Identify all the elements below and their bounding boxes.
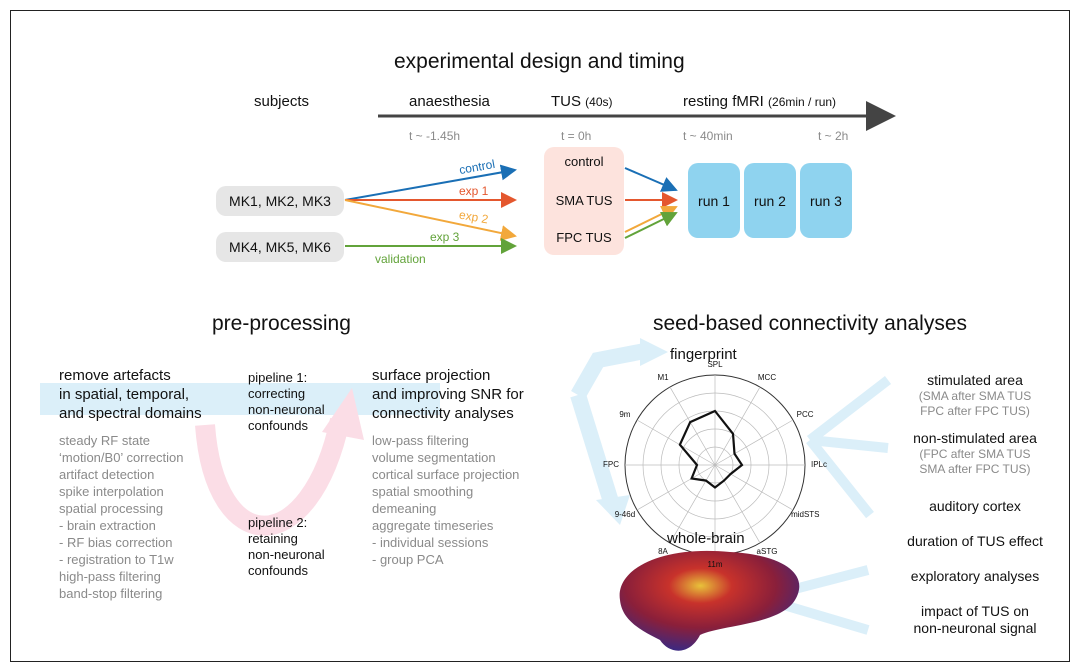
radar-spoke (714, 464, 794, 511)
big-arrow-down (570, 392, 620, 508)
radar-spoke (714, 386, 761, 466)
surface-heading: surface projection and improving SNR for… (372, 367, 524, 422)
analysis-non-stimulated: non-stimulated area (FPC after SMA TUS S… (913, 430, 1037, 476)
radar-spoke (669, 386, 716, 466)
radar-axis-label: MCC (757, 373, 777, 383)
figure-frame (10, 10, 1070, 662)
fingerprint-polygon (678, 409, 744, 489)
label-exp3: exp 3 (430, 230, 460, 244)
big-arrow-head-up (640, 338, 668, 366)
analysis-stimulated: stimulated area (SMA after SMA TUS FPC a… (918, 372, 1032, 418)
analysis-auditory: auditory cortex (929, 498, 1021, 514)
label-validation: validation (375, 252, 426, 266)
analysis-exploratory: exploratory analyses (910, 568, 1040, 584)
artefacts-heading: remove artefacts in spatial, temporal, a… (59, 367, 202, 422)
arrow-to-runs-orange (624, 205, 678, 233)
subjects-label: subjects (254, 93, 310, 110)
arrow-control (344, 164, 517, 201)
analysis-non-neuronal: impact of TUS on non-neuronal signal (913, 603, 1037, 636)
tus-condition-box (544, 147, 624, 255)
radar-axis-label: 9-46d (614, 510, 636, 519)
pipeline-1: pipeline 1: correcting non-neuronal conf… (248, 370, 325, 433)
radar-axis-label: aSTG (756, 546, 778, 556)
run-3: run 3 (800, 163, 852, 238)
radar-axis-label: midSTS (791, 510, 820, 519)
pipeline-u-arrow (195, 417, 350, 536)
radar-axis-label: SPL (707, 360, 723, 369)
arrow-to-runs-blue (624, 167, 678, 192)
radar-axis-label: FPC (603, 460, 619, 469)
radar-spoke (714, 419, 794, 466)
arrow-exp2 (344, 199, 517, 241)
radar-axis-label: 9m (619, 410, 631, 419)
radar-spoke (714, 464, 761, 544)
subject-group-1: MK1, MK2, MK3 (216, 186, 344, 216)
pipeline-u-head (322, 388, 364, 440)
tus-sma: SMA TUS (555, 193, 613, 208)
radar-axis-label: M1 (657, 373, 669, 383)
radar-spoke (636, 419, 716, 466)
whole-brain-surface (619, 550, 800, 651)
artefact-steps: steady RF state ‘motion/B0’ correction a… (59, 433, 184, 601)
time-fmri: t ~ 40min (683, 129, 733, 143)
preprocessing-title: pre-processing (212, 312, 351, 335)
tus-fpc: FPC TUS (556, 230, 612, 245)
surface-steps: low-pass filtering volume segmentation c… (372, 433, 520, 567)
radar-spoke (636, 464, 716, 511)
timeline-tus: TUS (40s) (551, 93, 613, 110)
time-anaesthesia: t ~ -1.45h (409, 129, 461, 143)
connectivity-title: seed-based connectivity analyses (653, 312, 968, 335)
run-1: run 1 (688, 163, 740, 238)
radar-axis-label: 11m (707, 560, 723, 569)
run-2: run 2 (744, 163, 796, 238)
radar-axis-label: PCC (796, 410, 814, 419)
analysis-duration: duration of TUS effect (907, 533, 1043, 549)
big-arrow-up (571, 342, 652, 399)
timeline-fmri: resting fMRI (26min / run) (683, 93, 837, 110)
big-arrow-head-down (596, 495, 630, 525)
wholebrain-label: whole-brain (667, 530, 745, 547)
time-end: t ~ 2h (818, 129, 849, 143)
radar-axis-label: 8A (658, 546, 668, 556)
radar-axis-label: IPLc (810, 460, 827, 469)
time-tus: t = 0h (561, 129, 592, 143)
subject-group-2: MK4, MK5, MK6 (216, 232, 344, 262)
tus-control: control (564, 154, 604, 169)
label-exp1: exp 1 (459, 184, 489, 198)
design-title: experimental design and timing (394, 50, 685, 73)
artefact-band (40, 383, 440, 415)
fingerprint-label: fingerprint (670, 346, 737, 363)
pipeline-2: pipeline 2: retaining non-neuronal confo… (248, 515, 325, 578)
arrow-to-runs-green (624, 211, 678, 239)
radar-spoke (669, 464, 716, 544)
timeline-anaesthesia: anaesthesia (409, 93, 490, 110)
radar-chart (624, 374, 806, 556)
